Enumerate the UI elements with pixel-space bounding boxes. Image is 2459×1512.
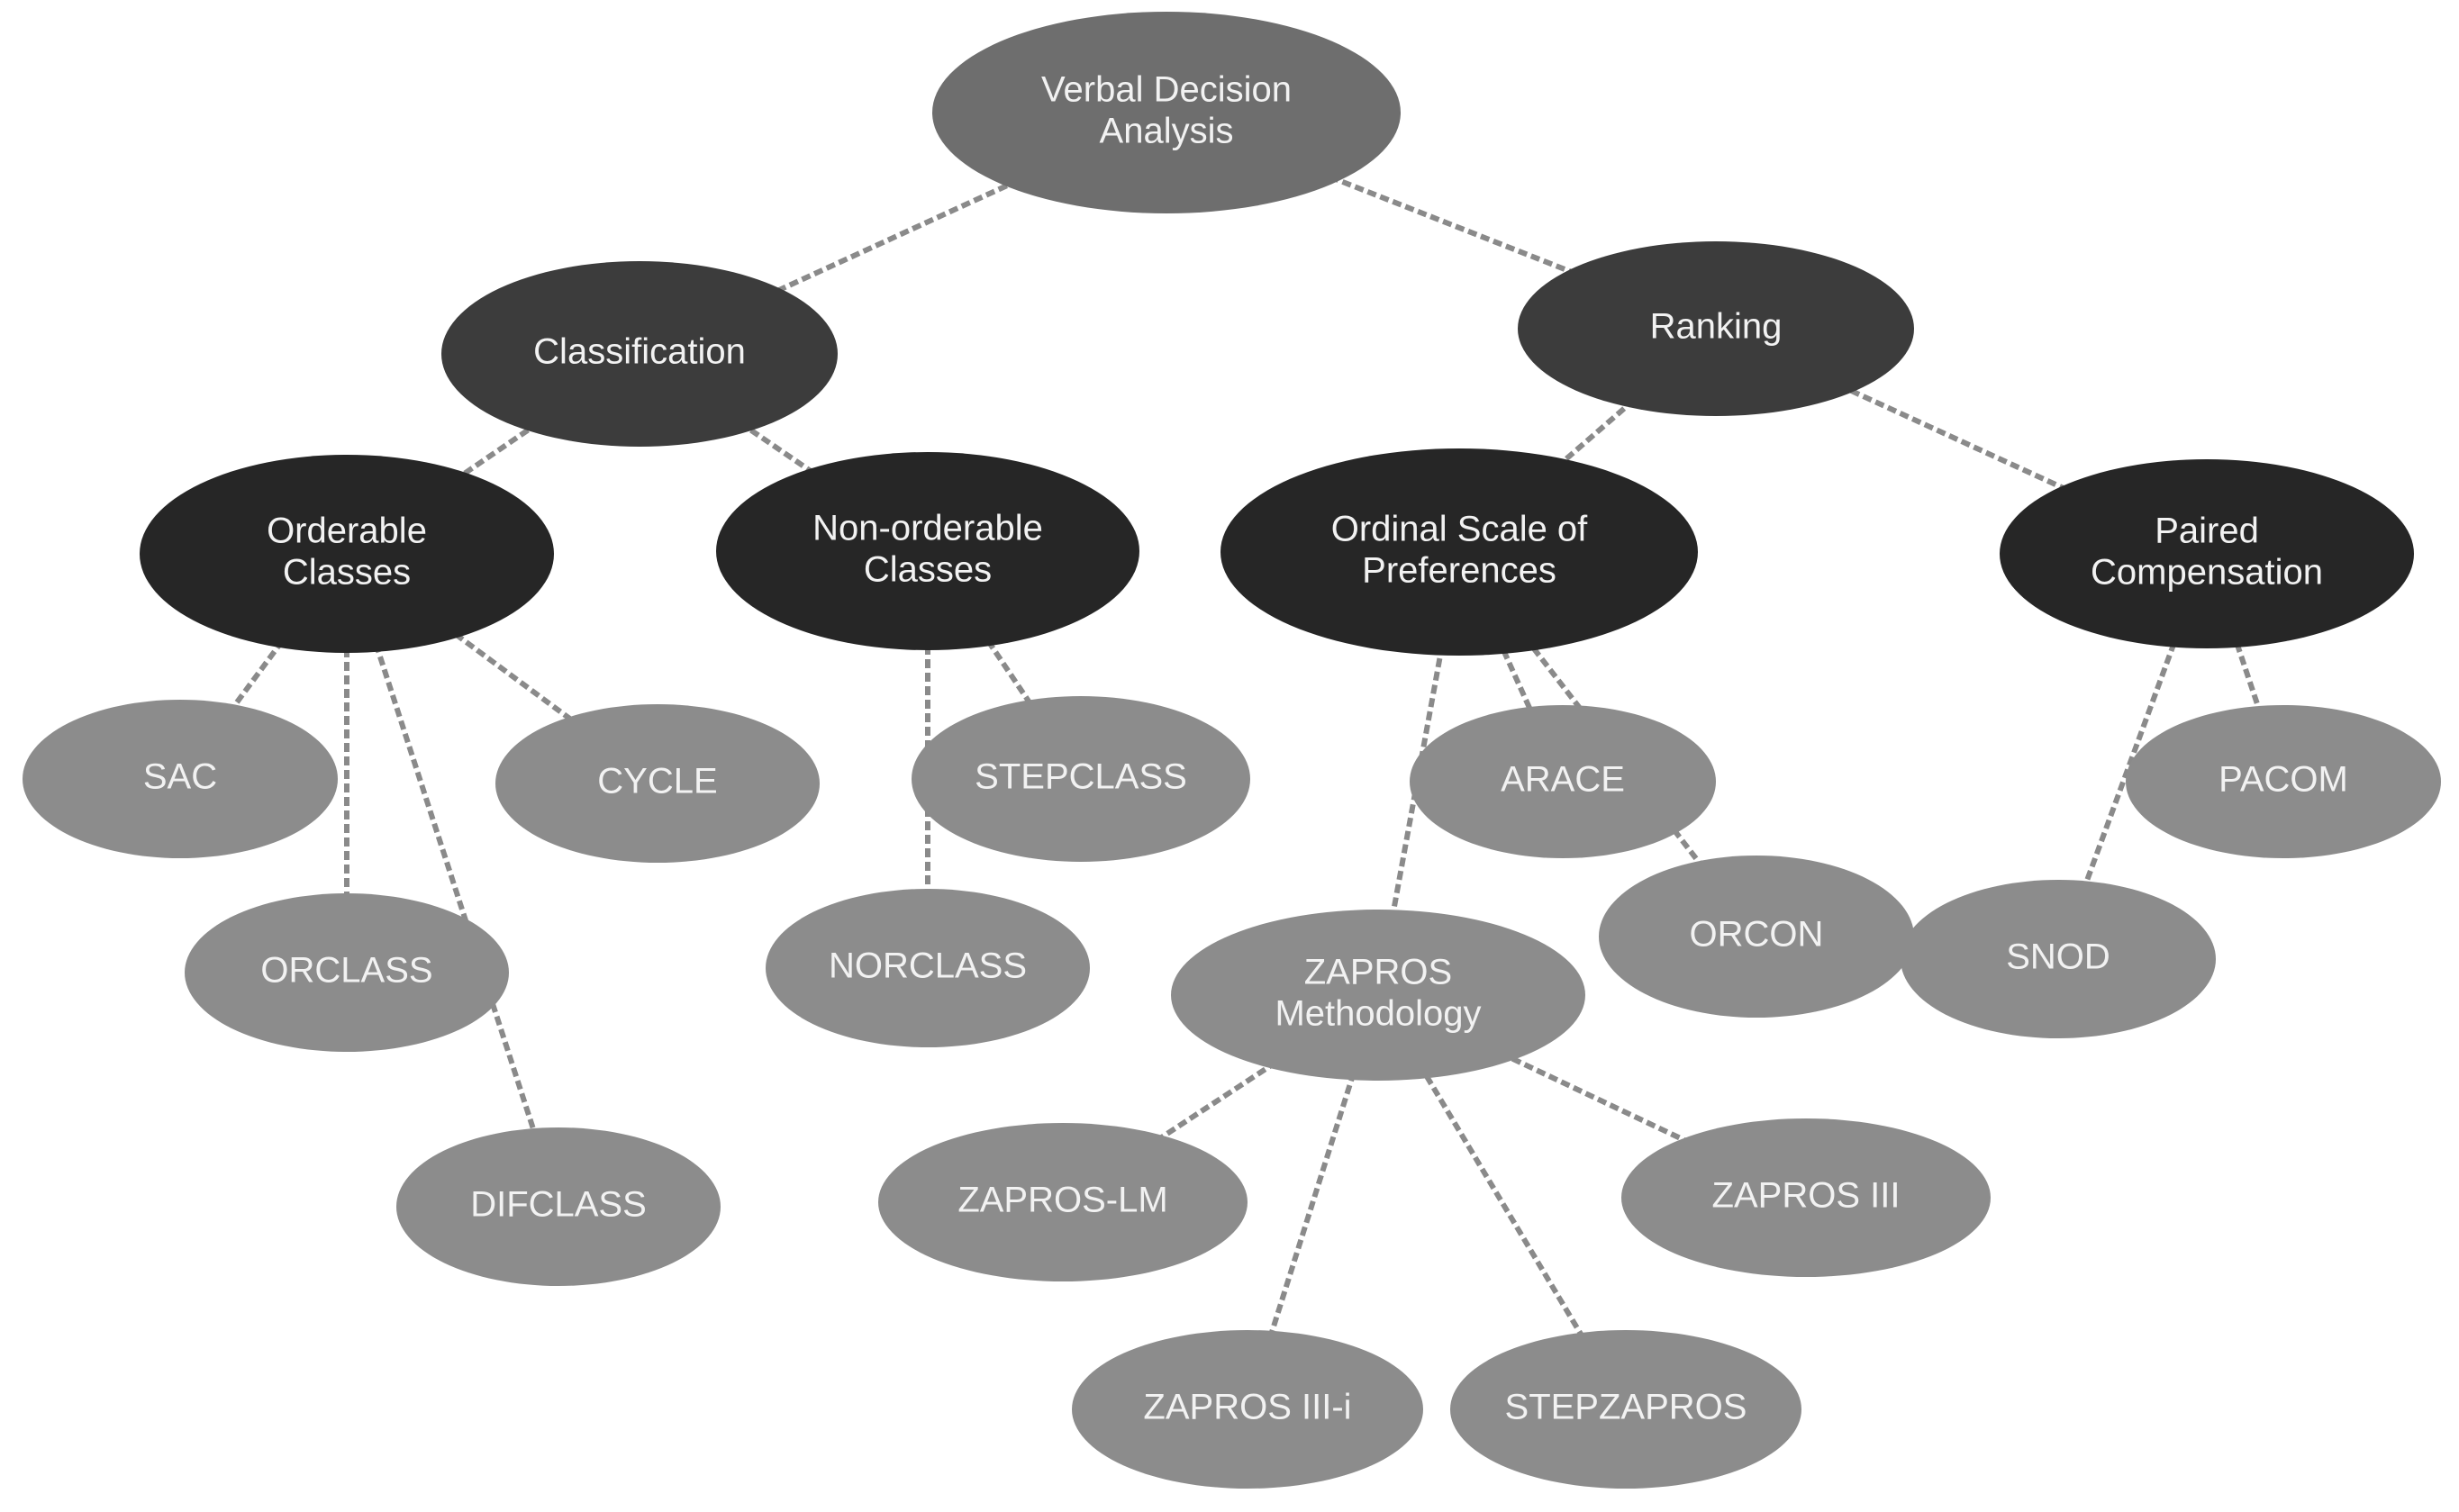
node-label-difclass: DIFCLASS xyxy=(470,1185,647,1225)
node-label-zapros-methodology: ZAPROS xyxy=(1304,953,1452,992)
node-ranking: Ranking xyxy=(1518,241,1914,416)
node-label-sac: SAC xyxy=(143,757,217,797)
node-shape-orderable-classes xyxy=(140,455,554,653)
node-label-orderable-classes: Orderable xyxy=(267,512,427,551)
node-shape-zapros-lm xyxy=(878,1123,1248,1281)
node-shape-snod xyxy=(1901,880,2216,1038)
node-label-ordinal-scale-of-preferences: Preferences xyxy=(1362,551,1556,591)
node-shape-zapros-methodology xyxy=(1171,910,1585,1081)
node-shape-arace xyxy=(1410,705,1716,858)
node-label-non-orderable-classes: Non-orderable xyxy=(812,509,1043,548)
node-label-non-orderable-classes: Classes xyxy=(864,550,992,590)
node-label-norclass: NORCLASS xyxy=(829,946,1027,986)
node-label-ordinal-scale-of-preferences: Ordinal Scale of xyxy=(1331,510,1588,549)
node-shape-norclass xyxy=(766,889,1090,1047)
edge-orderable-classes-to-difclass xyxy=(344,553,561,1208)
node-shape-classification xyxy=(441,261,838,447)
node-arace: ARACE xyxy=(1410,705,1716,858)
node-classification: Classification xyxy=(441,261,838,447)
node-shape-stepclass xyxy=(912,696,1250,862)
node-pacom: PACOM xyxy=(2126,705,2441,858)
node-shape-ordinal-scale-of-preferences xyxy=(1220,448,1698,656)
node-shape-zapros-iii-i xyxy=(1072,1330,1423,1489)
node-shape-zapros-iii xyxy=(1621,1118,1991,1277)
node-shape-orclass xyxy=(185,893,509,1052)
node-label-ranking: Ranking xyxy=(1650,307,1783,347)
node-label-cycle: CYCLE xyxy=(597,762,717,801)
node-cycle: CYCLE xyxy=(495,704,820,863)
node-label-verbal-decision-analysis: Analysis xyxy=(1100,112,1234,151)
edge-orderable-classes-to-cycle xyxy=(345,551,659,786)
node-label-verbal-decision-analysis: Verbal Decision xyxy=(1041,70,1292,110)
node-label-classification: Classification xyxy=(533,332,746,372)
node-label-snod: SNOD xyxy=(2006,937,2110,977)
node-shape-verbal-decision-analysis xyxy=(932,12,1401,213)
node-zapros-iii-i: ZAPROS III-i xyxy=(1072,1330,1423,1489)
node-shape-ranking xyxy=(1518,241,1914,416)
node-orclass: ORCLASS xyxy=(185,893,509,1052)
node-label-orderable-classes: Classes xyxy=(283,553,411,593)
node-zapros-lm: ZAPROS-LM xyxy=(878,1123,1248,1281)
node-shape-paired-compensation xyxy=(2000,459,2414,648)
node-label-paired-compensation: Paired xyxy=(2155,512,2259,551)
node-label-zapros-methodology: Methodology xyxy=(1275,994,1481,1034)
node-shape-sac xyxy=(23,700,338,858)
node-label-stepzapros: STEPZAPROS xyxy=(1505,1388,1747,1427)
node-shape-stepzapros xyxy=(1450,1330,1801,1489)
node-stepzapros: STEPZAPROS xyxy=(1450,1330,1801,1489)
node-difclass: DIFCLASS xyxy=(396,1127,721,1286)
node-snod: SNOD xyxy=(1901,880,2216,1038)
node-label-pacom: PACOM xyxy=(2219,760,2348,800)
node-label-zapros-lm: ZAPROS-LM xyxy=(957,1181,1167,1220)
node-shape-non-orderable-classes xyxy=(716,452,1139,650)
node-shape-pacom xyxy=(2126,705,2441,858)
node-stepclass: STEPCLASS xyxy=(912,696,1250,862)
node-zapros-iii: ZAPROS III xyxy=(1621,1118,1991,1277)
node-label-orcon: ORCON xyxy=(1690,915,1824,955)
node-label-arace: ARACE xyxy=(1501,760,1625,800)
node-shape-orcon xyxy=(1599,856,1914,1018)
node-label-paired-compensation: Compensation xyxy=(2091,553,2323,593)
node-norclass: NORCLASS xyxy=(766,889,1090,1047)
node-shape-cycle xyxy=(495,704,820,863)
node-sac: SAC xyxy=(23,700,338,858)
node-label-zapros-iii: ZAPROS III xyxy=(1712,1176,1901,1216)
node-label-stepclass: STEPCLASS xyxy=(975,757,1187,797)
node-label-orclass: ORCLASS xyxy=(260,951,432,991)
node-shape-difclass xyxy=(396,1127,721,1286)
node-label-zapros-iii-i: ZAPROS III-i xyxy=(1143,1388,1351,1427)
node-orcon: ORCON xyxy=(1599,856,1914,1018)
